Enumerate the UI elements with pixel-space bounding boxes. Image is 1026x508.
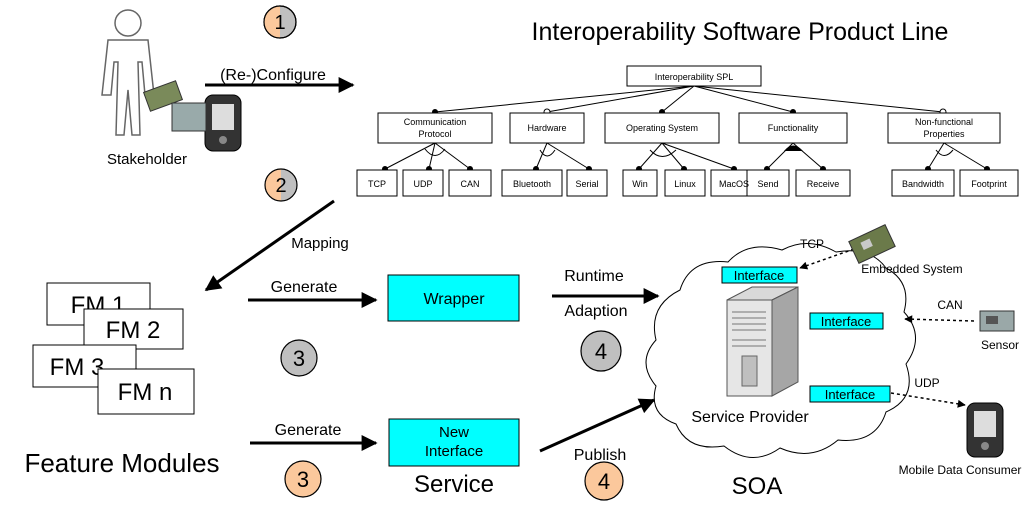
svg-text:Win: Win [632, 179, 648, 189]
fm-leaf-win [622, 169, 658, 197]
fm-functionality [738, 112, 848, 144]
embedded-system-icon [848, 224, 896, 264]
svg-text:Interface: Interface [825, 387, 876, 402]
fm-hardware [509, 112, 585, 144]
udp-link [890, 392, 966, 408]
service-provider-label: Service Provider [691, 409, 809, 426]
mobile-consumer-label: Mobile Data Consumer [899, 463, 1022, 477]
svg-text:Operating System: Operating System [626, 123, 698, 133]
svg-text:Send: Send [757, 179, 778, 189]
service-label: Service [414, 471, 494, 498]
sensor-label: Sensor [981, 338, 1019, 352]
page-title: Interoperability Software Product Line [532, 18, 949, 46]
udp-label: UDP [914, 376, 939, 390]
stakeholder-label: Stakeholder [107, 151, 187, 168]
interface-box-udp [809, 385, 891, 403]
feature-modules-label: Feature Modules [24, 448, 219, 478]
fm-leaf-udp [402, 169, 444, 197]
svg-text:Interface: Interface [821, 314, 872, 329]
svg-text:CAN: CAN [460, 179, 479, 189]
svg-text:FM 3: FM 3 [50, 354, 105, 381]
svg-text:4: 4 [598, 469, 610, 494]
fm-leaf-linux [664, 169, 706, 197]
svg-text:Properties: Properties [923, 129, 965, 139]
publish-arrow [539, 398, 656, 453]
step-2-badge: 2 [264, 168, 298, 202]
fm-leaf-send [746, 169, 790, 197]
mapping-label: Mapping [291, 235, 349, 252]
fm-nonfunctional-properties [887, 112, 1001, 144]
svg-text:Receive: Receive [807, 179, 840, 189]
svg-text:FM n: FM n [118, 379, 173, 406]
fm-leaf-bluetooth [501, 169, 563, 197]
svg-text:MacOS: MacOS [719, 179, 749, 189]
server-icon [726, 286, 799, 397]
sensor-icon [979, 310, 1015, 332]
publish-label: Publish [574, 447, 626, 464]
svg-text:3: 3 [297, 467, 309, 492]
svg-text:2: 2 [275, 175, 286, 197]
generate-label-2: Generate [275, 422, 342, 439]
svg-text:Interface: Interface [425, 443, 483, 460]
fm-leaf-bandwidth [891, 169, 955, 197]
fm-leaf-serial [566, 169, 608, 197]
svg-text:TCP: TCP [368, 179, 386, 189]
pda-icon [204, 94, 242, 152]
mapping-arrow [204, 199, 335, 292]
embedded-system-label: Embedded System [861, 262, 962, 276]
fm-leaf-can [448, 169, 492, 197]
svg-text:Bluetooth: Bluetooth [513, 179, 551, 189]
embedded-board-icon [142, 80, 207, 132]
interface-box-tcp [721, 266, 798, 284]
svg-text:FM 2: FM 2 [106, 317, 161, 344]
svg-text:Serial: Serial [575, 179, 598, 189]
fm-leaf-tcp [356, 169, 398, 197]
tcp-label: TCP [800, 237, 824, 251]
svg-text:UDP: UDP [413, 179, 432, 189]
svg-text:Non-functional: Non-functional [915, 117, 973, 127]
step-1-badge: 1 [263, 5, 297, 39]
svg-text:3: 3 [293, 346, 305, 371]
fm-leaf-footprint [959, 169, 1019, 197]
configure-label: (Re-)Configure [220, 67, 326, 84]
wrapper-label: Wrapper [423, 291, 485, 308]
stakeholder-figure [101, 9, 155, 136]
wrapper-box [387, 274, 520, 322]
runtime-label: Runtime [564, 268, 624, 285]
svg-text:Hardware: Hardware [527, 123, 566, 133]
can-label: CAN [937, 298, 962, 312]
svg-text:Functionality: Functionality [768, 123, 819, 133]
svg-text:1: 1 [274, 12, 285, 34]
soa-label: SOA [732, 473, 783, 500]
step-3-gray-badge: 3 [280, 339, 318, 377]
new-interface-box [388, 418, 520, 467]
mobile-device-icon [966, 402, 1004, 458]
can-link [904, 315, 975, 324]
svg-text:New: New [439, 424, 469, 441]
feature-model: Interoperability SPL Communication Proto… [356, 65, 1019, 197]
svg-text:Protocol: Protocol [418, 129, 451, 139]
fm-communication-protocol [377, 112, 493, 144]
step-4-orange-badge: 4 [584, 461, 624, 501]
adaption-label: Adaption [564, 303, 627, 320]
svg-text:Bandwidth: Bandwidth [902, 179, 944, 189]
step-3-orange-badge: 3 [284, 460, 322, 498]
feature-module-stack: FM 1 FM 2 FM 3 FM n [32, 282, 195, 415]
svg-text:Interoperability SPL: Interoperability SPL [655, 72, 734, 82]
svg-text:Communication: Communication [404, 117, 467, 127]
step-4-gray-badge: 4 [580, 330, 622, 372]
svg-text:Interface: Interface [734, 268, 785, 283]
generate-label-1: Generate [271, 279, 338, 296]
svg-text:Linux: Linux [674, 179, 696, 189]
svg-text:4: 4 [595, 339, 607, 364]
interface-box-can [809, 312, 884, 330]
svg-text:Footprint: Footprint [971, 179, 1007, 189]
fm-leaf-receive [795, 169, 851, 197]
